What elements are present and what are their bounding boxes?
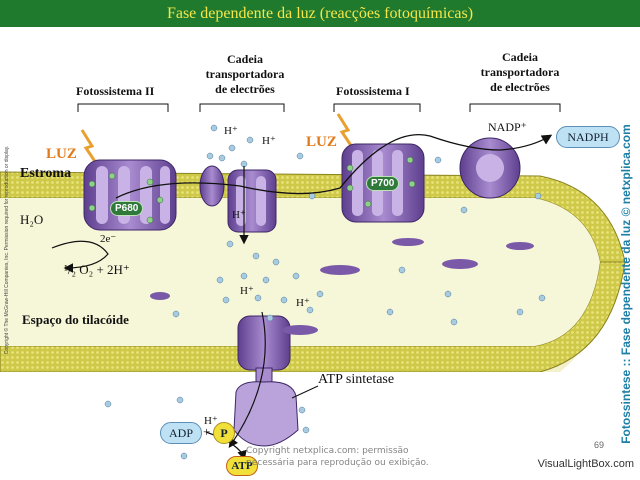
atp-arrow xyxy=(205,431,247,461)
watermark-line-2: necessária para reprodução ou exibição. xyxy=(246,458,429,468)
bracket-chain2 xyxy=(469,103,561,112)
proton-label-5: H⁺ xyxy=(296,297,310,309)
atp-synthase-complex xyxy=(233,315,299,447)
electrons-label: 2e⁻ xyxy=(100,233,117,245)
phosphate-label: P xyxy=(213,422,235,444)
stroma-label: Estroma xyxy=(20,166,72,181)
oxygen-products-label: ¹/₂ O₂ + 2H⁺ xyxy=(64,262,130,277)
side-caption: Fotossintese :: Fase dependente da luz ©… xyxy=(619,124,633,444)
thylakoid-diagram xyxy=(0,103,640,480)
proton-label-4: H⁺ xyxy=(240,285,254,297)
nadp-label: NADP⁺ xyxy=(488,120,528,134)
water-label: H₂O xyxy=(20,212,44,227)
nadph-label: NADPH xyxy=(556,126,620,148)
proton-label-1: H⁺ xyxy=(224,125,238,137)
p700-label: P700 xyxy=(366,176,400,191)
proton-label-2: H⁺ xyxy=(262,135,276,147)
thylakoid-space-label: Espaço do tilacóide xyxy=(22,312,129,327)
atp-label: ATP xyxy=(226,456,258,476)
bracket-ps1 xyxy=(333,103,421,112)
light-label-1: LUZ xyxy=(46,146,77,162)
atp-synthase-label: ATP sintetase xyxy=(318,372,395,387)
footer-brand: VisualLightBox.com xyxy=(537,458,634,470)
light-bolt-1 xyxy=(80,129,100,167)
light-bolt-2 xyxy=(336,113,356,151)
photosystem-2-label: Fotossistema II xyxy=(76,84,155,98)
lumen-proteins xyxy=(150,238,534,335)
adp-label: ADP xyxy=(160,422,202,444)
atp-synthase-leader xyxy=(291,385,319,399)
p680-label: P680 xyxy=(110,201,144,216)
bracket-ps2 xyxy=(77,103,169,112)
page-title: Fase dependente da luz (reacções fotoquí… xyxy=(0,0,640,27)
proton-arrow-2 xyxy=(228,311,266,448)
proton-label-3: H⁺ xyxy=(232,209,246,221)
watermark-line-1: Copyright netxplica.com: permissão xyxy=(246,446,409,456)
thylakoid-lumen xyxy=(0,198,600,346)
plus-sign: + xyxy=(203,424,211,439)
photosystem-1-label: Fotossistema I xyxy=(336,84,410,98)
electron-flow-path xyxy=(115,134,553,199)
pigment-dots xyxy=(88,156,416,224)
light-label-2: LUZ xyxy=(306,134,337,150)
proton-dots xyxy=(104,124,546,460)
page-number: 69 xyxy=(593,440,604,450)
nadp-reductase-complex xyxy=(459,137,521,199)
photosystem-2-complex xyxy=(83,159,177,231)
copyright-vertical: Copyright © The McGraw-Hill Companies, I… xyxy=(4,145,10,355)
proton-label-6: H⁺ xyxy=(204,415,218,427)
bracket-chain1 xyxy=(199,103,285,112)
water-split-arrow xyxy=(51,240,109,273)
